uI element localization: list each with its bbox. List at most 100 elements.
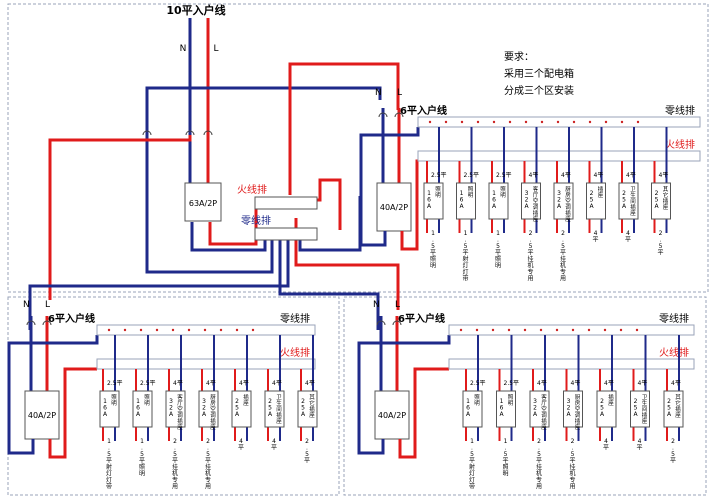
svg-text:座: 座 [675,411,681,419]
panel-main-breaker-label: 40A/2P [28,411,56,420]
svg-text:A: A [427,203,432,210]
svg-text:机: 机 [536,470,542,478]
neutral-bus-dot [475,328,479,332]
svg-text:1: 1 [136,398,140,405]
svg-text:.: . [471,445,473,452]
circuit-load: 4平 [603,438,609,452]
main-n-label: N [180,44,187,54]
circuit-breaker-box [496,390,516,428]
svg-text:调: 调 [533,203,539,211]
svg-text:插: 插 [276,411,282,419]
neutral-bus-dot [587,328,591,332]
svg-text:2: 2 [659,230,663,237]
circuit-breaker-box [521,182,541,220]
top-region-frame [7,3,709,293]
svg-text:挂: 挂 [172,463,178,471]
circuit-wire-size: 2.5平 [107,380,123,387]
svg-text:空: 空 [177,405,183,413]
svg-text:平: 平 [172,458,178,465]
circuit-breaker-box [488,182,509,220]
svg-text:6: 6 [136,405,140,412]
svg-text:专: 专 [536,476,542,484]
svg-text:平: 平 [603,445,609,452]
svg-text:照: 照 [508,394,514,401]
svg-text:A: A [169,411,174,418]
panel-l-label: L [395,300,400,310]
neutral-bus-dot [508,120,512,124]
neutral-bus-dot [603,328,607,332]
svg-text:A: A [459,203,464,210]
main-neutral-bus [254,227,318,241]
svg-text:4: 4 [272,438,276,445]
main-wiring [28,18,400,330]
svg-text:6: 6 [427,197,431,204]
svg-text:5: 5 [431,243,435,250]
svg-text:带: 带 [469,483,475,491]
svg-text:2: 2 [590,190,594,197]
circuit-type: 插座 [243,393,249,407]
svg-text:4: 4 [638,438,642,445]
svg-text:明: 明 [435,192,441,199]
svg-text:照: 照 [495,256,501,263]
svg-text:座: 座 [541,423,547,431]
svg-text:卫: 卫 [630,186,636,193]
neutral-bus-dot [540,120,544,124]
svg-text:明: 明 [139,471,145,478]
circuit-wire-size: 4平 [638,380,648,387]
svg-text:5: 5 [659,243,663,250]
svg-text:照: 照 [144,394,150,401]
svg-text:平: 平 [670,458,676,465]
svg-text:座: 座 [309,411,315,419]
svg-text:.: . [108,445,110,452]
svg-text:厅: 厅 [177,400,183,407]
panel-crossovers [26,320,52,326]
svg-text:5: 5 [496,243,500,250]
svg-text:专: 专 [527,268,533,276]
svg-text:平: 平 [592,237,598,244]
circuit-load: 4平 [271,438,277,452]
circuit-breaker-box [663,390,684,428]
circuit-rating: 16A [427,190,432,210]
circuit-type: 插座 [608,393,614,407]
panel-live-out [48,367,97,459]
svg-text:2: 2 [268,398,272,405]
panel-n-label: N [373,300,380,310]
svg-text:座: 座 [663,203,669,211]
circuit-breaker-box [586,182,606,220]
svg-text:2: 2 [622,190,626,197]
circuit-wire-size: 4平 [206,380,216,387]
circuit-rating: 32A [169,398,174,418]
svg-text:1: 1 [103,398,107,405]
neutral-bus-dot [444,120,448,124]
svg-text:明: 明 [495,263,501,270]
svg-text:5: 5 [671,451,675,458]
svg-text:客: 客 [533,185,539,193]
svg-text:1: 1 [431,230,435,237]
svg-text:平: 平 [205,458,211,465]
svg-text:5: 5 [504,451,508,458]
neutral-bus-dot [604,120,608,124]
svg-text:.: . [562,237,564,244]
svg-text:5: 5 [590,197,594,204]
svg-text:平: 平 [271,445,277,452]
panel-main-breaker-label: 40A/2P [380,203,408,212]
svg-text:专: 专 [569,476,575,484]
svg-text:1: 1 [107,438,111,445]
svg-text:专: 专 [560,268,566,276]
svg-text:2: 2 [671,438,675,445]
panel-neutral-bus-label: 零线排 [280,312,310,325]
